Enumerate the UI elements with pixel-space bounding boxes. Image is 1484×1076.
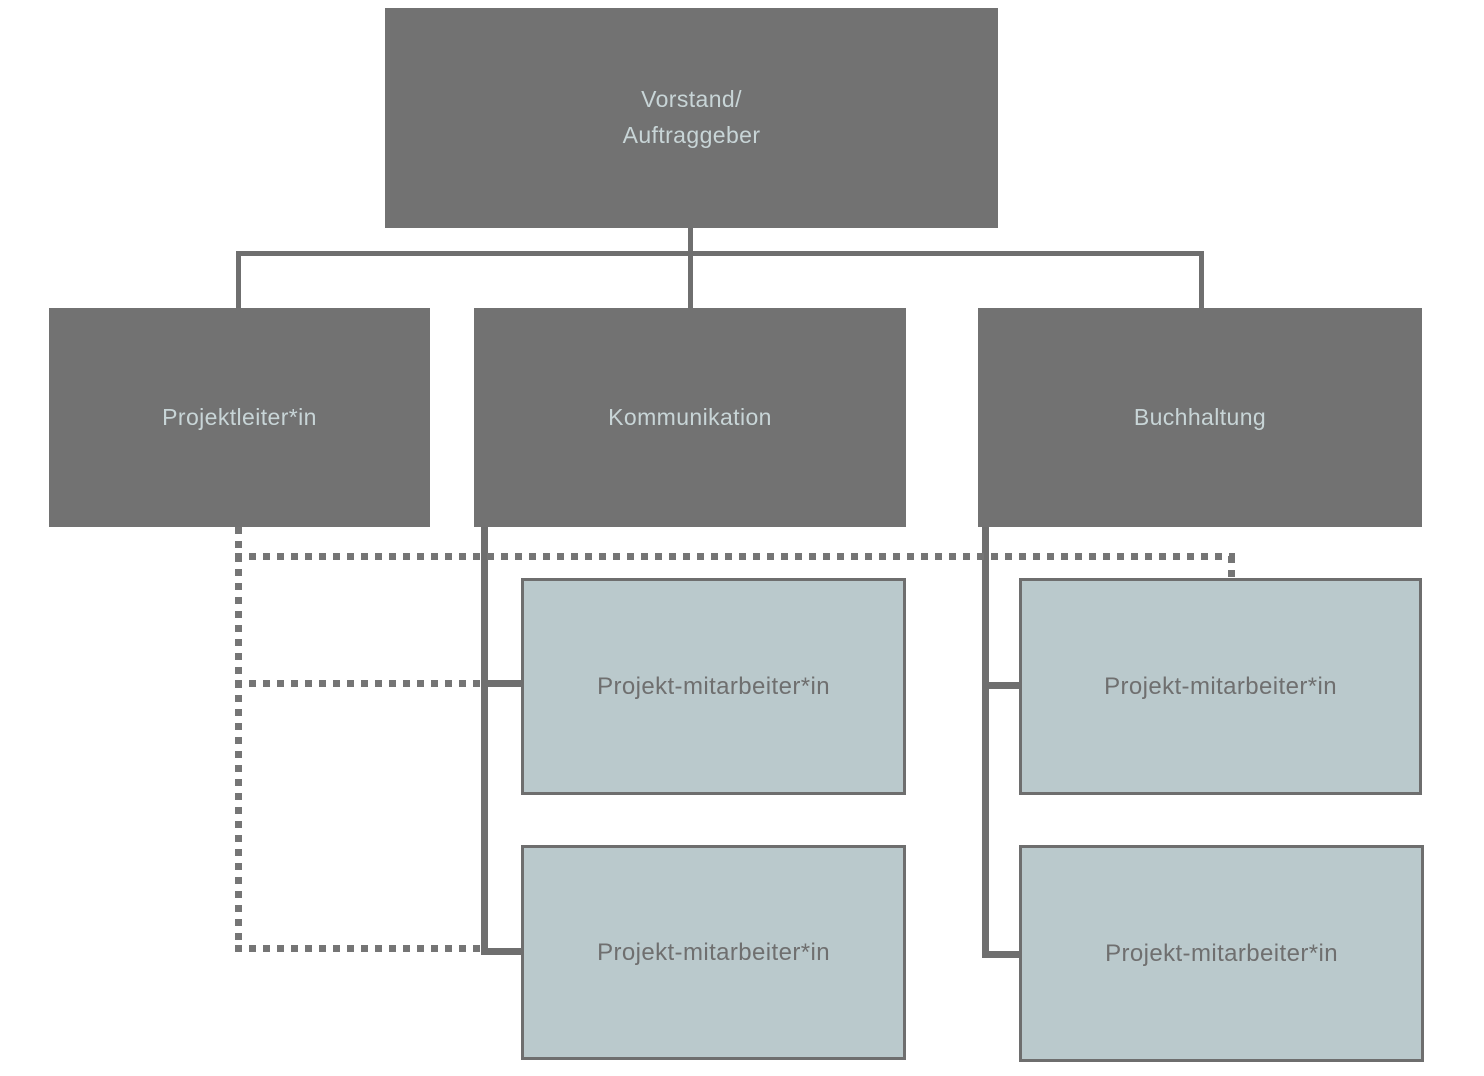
connector-kommunikation-pm1-stub [481, 680, 524, 687]
node-projekt-mitarbeiter-4: Projekt-mitarbeiter*in [1019, 845, 1424, 1062]
node-projektleiter: Projektleiter*in [49, 308, 430, 527]
connector-drop-buchhaltung [1199, 251, 1204, 308]
node-kommunikation-label: Kommunikation [608, 403, 772, 430]
node-kommunikation: Kommunikation [474, 308, 906, 527]
node-buchhaltung-label: Buchhaltung [1133, 403, 1267, 430]
node-projekt-mitarbeiter-3: Projekt-mitarbeiter*in [1019, 578, 1422, 795]
dotted-connector-projektleiter-vertical [235, 527, 242, 948]
dotted-connector-pm1-horizontal [235, 680, 485, 687]
dotted-connector-pm2-horizontal [235, 945, 485, 952]
connector-kommunikation-descender [481, 527, 488, 955]
connector-vorstand-stem [688, 228, 693, 256]
node-projekt-mitarbeiter-4-label: Projekt-mitarbeiter*in [1105, 939, 1338, 967]
node-projekt-mitarbeiter-3-label: Projekt-mitarbeiter*in [1104, 672, 1337, 700]
connector-drop-projektleiter [236, 251, 241, 308]
node-projekt-mitarbeiter-1: Projekt-mitarbeiter*in [521, 578, 906, 795]
connector-buchhaltung-pm3-stub [982, 682, 1022, 689]
connector-tier2-bar [236, 251, 1204, 256]
node-projektleiter-label: Projektleiter*in [162, 403, 317, 430]
node-projekt-mitarbeiter-2: Projekt-mitarbeiter*in [521, 845, 906, 1060]
connector-buchhaltung-descender [982, 527, 989, 958]
connector-kommunikation-pm2-stub [481, 948, 524, 955]
dotted-connector-top-horizontal [235, 553, 1235, 560]
node-projekt-mitarbeiter-1-label: Projekt-mitarbeiter*in [597, 672, 830, 700]
node-projekt-mitarbeiter-2-label: Projekt-mitarbeiter*in [597, 938, 830, 966]
node-buchhaltung: Buchhaltung [978, 308, 1422, 527]
connector-drop-kommunikation [688, 251, 693, 308]
dotted-connector-pm3-stub [1228, 556, 1235, 580]
node-vorstand-label: Vorstand/ Auftraggeber [622, 86, 761, 148]
node-vorstand: Vorstand/ Auftraggeber [385, 8, 998, 228]
connector-buchhaltung-pm4-stub [982, 951, 1022, 958]
